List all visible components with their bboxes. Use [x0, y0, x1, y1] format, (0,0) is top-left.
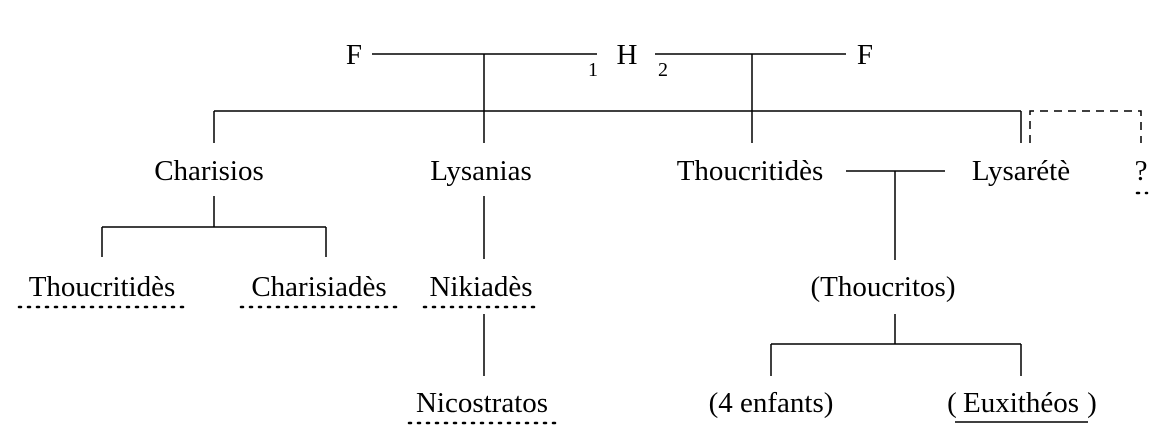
- husband-label: H: [617, 39, 638, 71]
- euxitheos-paren-close: ): [1087, 387, 1097, 419]
- person-euxitheos: Euxithéos: [963, 387, 1079, 419]
- wife-2-label: F: [857, 39, 873, 71]
- euxitheos-paren-open: (: [947, 387, 957, 419]
- person-thoucritides: Thoucritidès: [677, 155, 824, 187]
- uncertain-branch-dashed: [1029, 110, 1142, 143]
- person-thoucritides-junior: Thoucritidès: [29, 271, 176, 303]
- person-nicostratos: Nicostratos: [416, 387, 548, 419]
- person-lysanias: Lysanias: [430, 155, 532, 187]
- generation-3: Nicostratos (4 enfants) ( Euxithéos ): [407, 387, 1097, 425]
- person-lysarete: Lysarétè: [972, 155, 1070, 187]
- person-nikiades: Nikiadès: [429, 271, 532, 303]
- tree-connectors: [101, 53, 1142, 376]
- person-charisiades: Charisiadès: [251, 271, 386, 303]
- generation-2: Thoucritidès Charisiadès Nikiadès (Thouc…: [17, 271, 956, 309]
- person-thoucritos: (Thoucritos): [811, 271, 956, 303]
- group-four-children: (4 enfants): [709, 387, 834, 419]
- generation-1: Charisios Lysanias Thoucritidès Lysarétè…: [154, 155, 1149, 195]
- person-unknown: ?: [1135, 155, 1148, 187]
- marriage-1-index: 1: [588, 59, 598, 81]
- wife-1-label: F: [346, 39, 362, 71]
- root-generation: F 1 H 2 F: [346, 39, 873, 81]
- person-charisios: Charisios: [154, 155, 264, 187]
- marriage-2-index: 2: [658, 59, 668, 81]
